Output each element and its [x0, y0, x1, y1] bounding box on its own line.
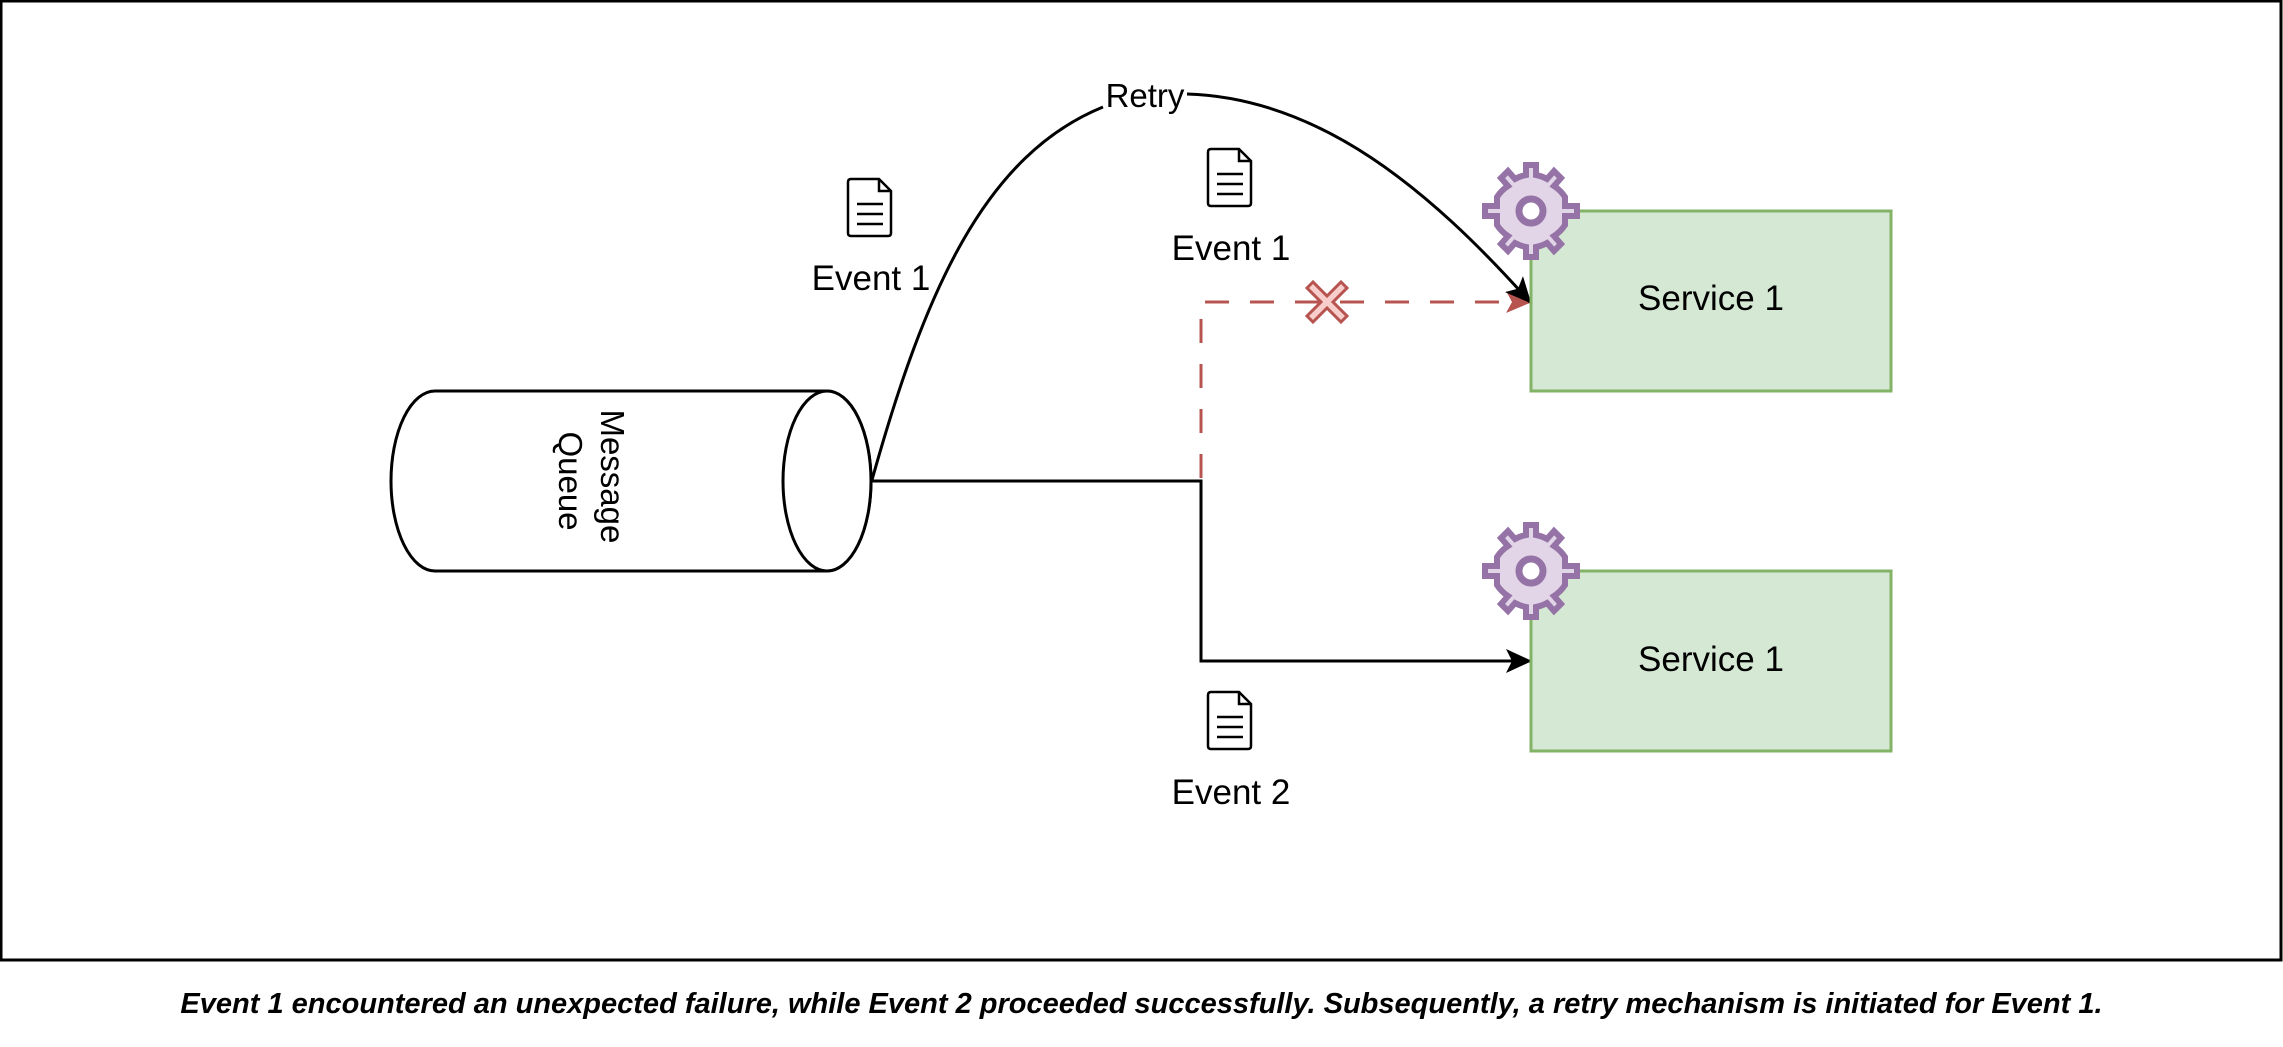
- retry-label: Retry: [1106, 77, 1185, 114]
- document-icon: [1206, 147, 1253, 208]
- event-item-queue: Event 1: [812, 177, 931, 298]
- queue-label: Message Queue: [552, 409, 631, 552]
- service-box-top[interactable]: Service 1: [1485, 165, 1893, 393]
- queue-label-line-2: Queue: [552, 431, 589, 530]
- event-label: Event 1: [1172, 229, 1291, 268]
- event-item-failed: Event 1: [1172, 147, 1291, 268]
- service-box-bottom[interactable]: Service 1: [1485, 525, 1893, 753]
- event-label: Event 1: [812, 259, 931, 298]
- edge-event1-failed[interactable]: [1199, 291, 1532, 478]
- x-mark-icon: [1304, 279, 1350, 325]
- service-rect-bottom: [1529, 569, 1893, 753]
- figure-caption: Event 1 encountered an unexpected failur…: [180, 988, 2103, 1020]
- edge-retry-part-1[interactable]: [870, 105, 1104, 481]
- queue-end-cap: [781, 389, 873, 573]
- message-queue[interactable]: Message Queue: [389, 389, 873, 573]
- service-rect-top: [1529, 209, 1893, 393]
- edge-event2-success[interactable]: [871, 479, 1532, 673]
- document-icon: [1206, 690, 1253, 751]
- gear-icon: [1485, 165, 1577, 257]
- edge-retry-part-2[interactable]: [1186, 92, 1532, 304]
- event-label: Event 2: [1172, 773, 1291, 812]
- gear-icon: [1485, 525, 1577, 617]
- service-label-bottom: Service 1: [1638, 640, 1784, 679]
- event-item-success: Event 2: [1172, 690, 1291, 812]
- service-label-top: Service 1: [1638, 279, 1784, 318]
- document-icon: [846, 177, 893, 238]
- queue-label-line-1: Message: [594, 409, 631, 543]
